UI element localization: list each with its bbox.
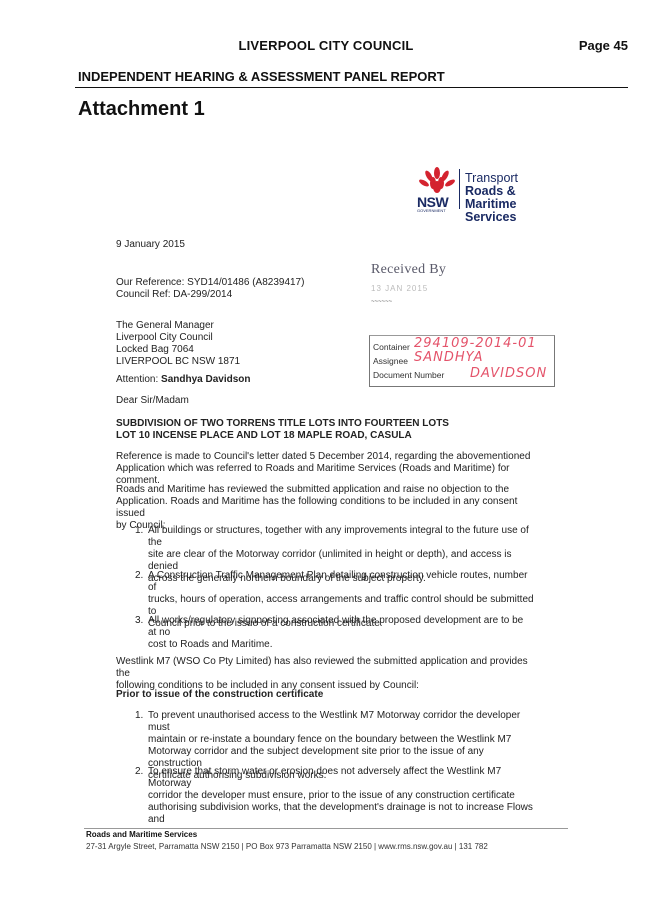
subheading-construction-certificate: Prior to issue of the construction certi… xyxy=(116,689,324,700)
received-date: 13 JAN 2015 xyxy=(371,284,429,293)
nsw-wordmark: NSW xyxy=(417,194,449,210)
council-reference: Council Ref: DA-299/2014 xyxy=(116,289,233,300)
logo-line-transport: Transport xyxy=(465,171,519,185)
logo-divider xyxy=(459,169,460,209)
list-item-line: maintain or re-instate a boundary fence … xyxy=(148,734,512,745)
letter-date: 9 January 2015 xyxy=(116,239,185,250)
logo-line-services: Services xyxy=(465,210,517,224)
list-number: 3. xyxy=(135,615,144,626)
salutation: Dear Sir/Madam xyxy=(116,395,189,406)
paragraph-line: Reference is made to Council's letter da… xyxy=(116,451,531,462)
list-number: 1. xyxy=(135,710,144,721)
address-line: LIVERPOOL BC NSW 1871 xyxy=(116,356,241,367)
footer-organisation: Roads and Maritime Services xyxy=(86,830,198,839)
report-title: INDEPENDENT HEARING & ASSESSMENT PANEL R… xyxy=(78,69,445,84)
list-item: To prevent unauthorised access to the We… xyxy=(148,710,534,782)
assignee-label: Assignee xyxy=(373,356,408,366)
list-item-line: All buildings or structures, together wi… xyxy=(148,525,529,548)
recipient-address: The General Manager Liverpool City Counc… xyxy=(116,320,240,368)
assignee-value: SANDHYA xyxy=(414,350,484,365)
paragraph-line: Application which was referred to Roads … xyxy=(116,463,510,486)
subject-line-2: LOT 10 INCENSE PLACE AND LOT 18 MAPLE RO… xyxy=(116,430,412,441)
footer-address: 27-31 Argyle Street, Parramatta NSW 2150… xyxy=(86,842,488,851)
rms-conditions-list: 1. All buildings or structures, together… xyxy=(0,525,652,650)
document-number-value: DAVIDSON xyxy=(470,366,548,381)
list-item-line: To prevent unauthorised access to the We… xyxy=(148,710,521,733)
list-item-line: Motorway corridor and the subject develo… xyxy=(148,746,484,769)
registration-box: Container 294109-2014-01 Assignee SANDHY… xyxy=(369,335,555,387)
logo-line-roads-maritime: Roads & Maritime xyxy=(465,184,517,211)
list-number: 2. xyxy=(135,570,144,581)
paragraph-line: Westlink M7 (WSO Co Pty Limited) has als… xyxy=(116,656,528,679)
list-item: A Construction Traffic Management Plan d… xyxy=(148,570,534,630)
list-item-line: certificate authorising subdivision work… xyxy=(148,770,327,781)
received-stamp: Received By 13 JAN 2015 ~~~~~~ xyxy=(371,262,551,305)
list-item-line: cost to Roads and Maritime. xyxy=(148,639,273,650)
list-item-line: corridor the developer must ensure, prio… xyxy=(148,790,515,801)
header-divider xyxy=(75,87,628,88)
rms-logo: NSW GOVERNMENT Transport Roads & Maritim… xyxy=(417,167,567,224)
list-number: 2. xyxy=(135,766,144,777)
subject-line-1: SUBDIVISION OF TWO TORRENS TITLE LOTS IN… xyxy=(116,418,449,429)
list-item: All buildings or structures, together wi… xyxy=(148,525,534,585)
government-label: GOVERNMENT xyxy=(417,208,446,213)
list-item-line: across the generally northern boundary o… xyxy=(148,573,426,584)
list-item-line: A Construction Traffic Management Plan d… xyxy=(148,570,528,593)
container-label: Container xyxy=(373,342,410,352)
paragraph-westlink: Westlink M7 (WSO Co Pty Limited) has als… xyxy=(116,656,534,692)
council-name: LIVERPOOL CITY COUNCIL xyxy=(238,38,414,53)
list-item-line: All works/regulatory signposting associa… xyxy=(148,615,524,638)
m7-conditions-list: 1. To prevent unauthorised access to the… xyxy=(0,710,652,825)
address-line: Liverpool City Council xyxy=(116,332,213,343)
paragraph-rms-review: Roads and Maritime has reviewed the subm… xyxy=(116,484,534,532)
list-item-line: authorising subdivision works, that the … xyxy=(148,802,533,825)
footer-divider xyxy=(84,828,568,829)
paragraph-line: Application. Roads and Maritime has the … xyxy=(116,496,518,519)
container-value: 294109-2014-01 xyxy=(414,336,537,351)
received-by-label: Received By xyxy=(371,262,447,277)
list-item: To ensure that storm water or erosion do… xyxy=(148,766,534,826)
attachment-heading: Attachment 1 xyxy=(78,98,205,120)
stamp-signature: ~~~~~~ xyxy=(371,299,393,305)
attention-label: Attention: xyxy=(116,374,162,385)
paragraph-line: following conditions to be included in a… xyxy=(116,680,419,691)
paragraph-reference: Reference is made to Council's letter da… xyxy=(116,451,534,487)
list-item-line: Council prior to the issue of a construc… xyxy=(148,618,383,629)
waratah-icon xyxy=(419,167,455,193)
paragraph-line: Roads and Maritime has reviewed the subm… xyxy=(116,484,510,495)
attention-name: Sandhya Davidson xyxy=(161,374,251,385)
logo-text: Transport Roads & Maritime Services xyxy=(465,172,567,224)
document-number-label: Document Number xyxy=(373,370,445,380)
list-item-line: site are clear of the Motorway corridor … xyxy=(148,549,512,572)
list-number: 1. xyxy=(135,525,144,536)
page-number: Page 45 xyxy=(578,38,628,53)
address-line: Locked Bag 7064 xyxy=(116,344,194,355)
list-item: All works/regulatory signposting associa… xyxy=(148,615,534,651)
list-item-line: To ensure that storm water or erosion do… xyxy=(148,766,502,789)
paragraph-line: by Council: xyxy=(116,520,166,531)
address-line: The General Manager xyxy=(116,320,214,331)
attention-line: Attention: Sandhya Davidson xyxy=(116,374,251,386)
our-reference: Our Reference: SYD14/01486 (A8239417) xyxy=(116,277,305,288)
list-item-line: trucks, hours of operation, access arran… xyxy=(148,594,534,617)
